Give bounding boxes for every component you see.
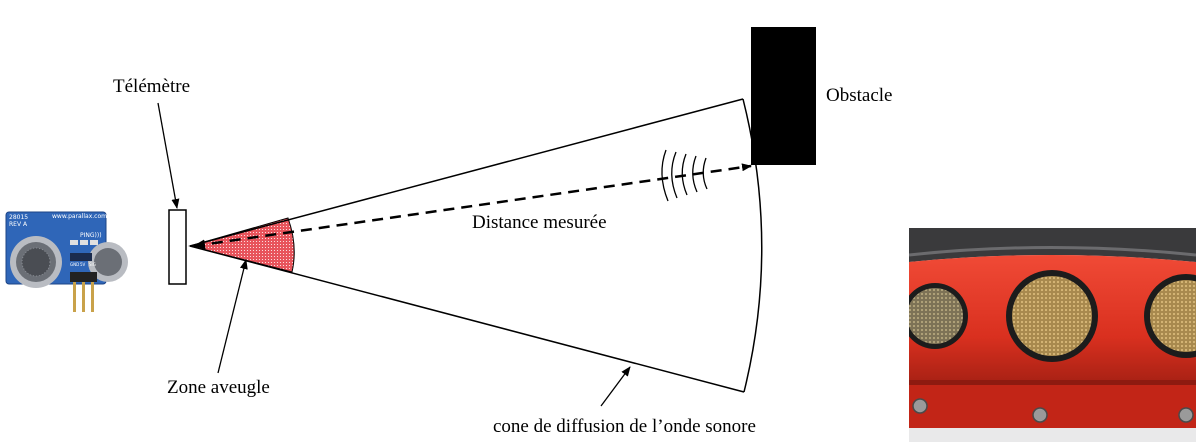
blind-zone-label: Zone aveugle (167, 377, 270, 398)
rangefinder-pointer-arrow (157, 102, 180, 209)
sensor-pin-5v: 5V (80, 262, 86, 267)
measured-distance-arrow (193, 163, 752, 250)
cone-lower-edge (189, 245, 745, 393)
sensor-rev-text: REV A (9, 221, 28, 228)
measured-distance-label: Distance mesurée (472, 212, 607, 233)
obstacle-label: Obstacle (826, 85, 893, 106)
diffusion-cone-label: cone de diffusion de l’onde sonore (493, 416, 756, 437)
sensor-pin-sig: SIG (89, 262, 96, 267)
sensor-partno-text: 28015 (9, 214, 29, 221)
blind-zone-pointer-arrow (217, 259, 248, 374)
obstacle-block (751, 27, 816, 165)
sensor-ping-text: PING))) (80, 232, 102, 239)
sensor-pin-gnd: GND (70, 262, 80, 267)
sensor-website-text: www.parallax.com (52, 213, 107, 220)
cone-pointer-arrow (600, 366, 631, 407)
ping-sensor-board (5, 211, 128, 312)
sound-wave-icon (661, 149, 708, 202)
rangefinder-label: Télémètre (113, 76, 191, 97)
rangefinder-device (168, 209, 187, 285)
